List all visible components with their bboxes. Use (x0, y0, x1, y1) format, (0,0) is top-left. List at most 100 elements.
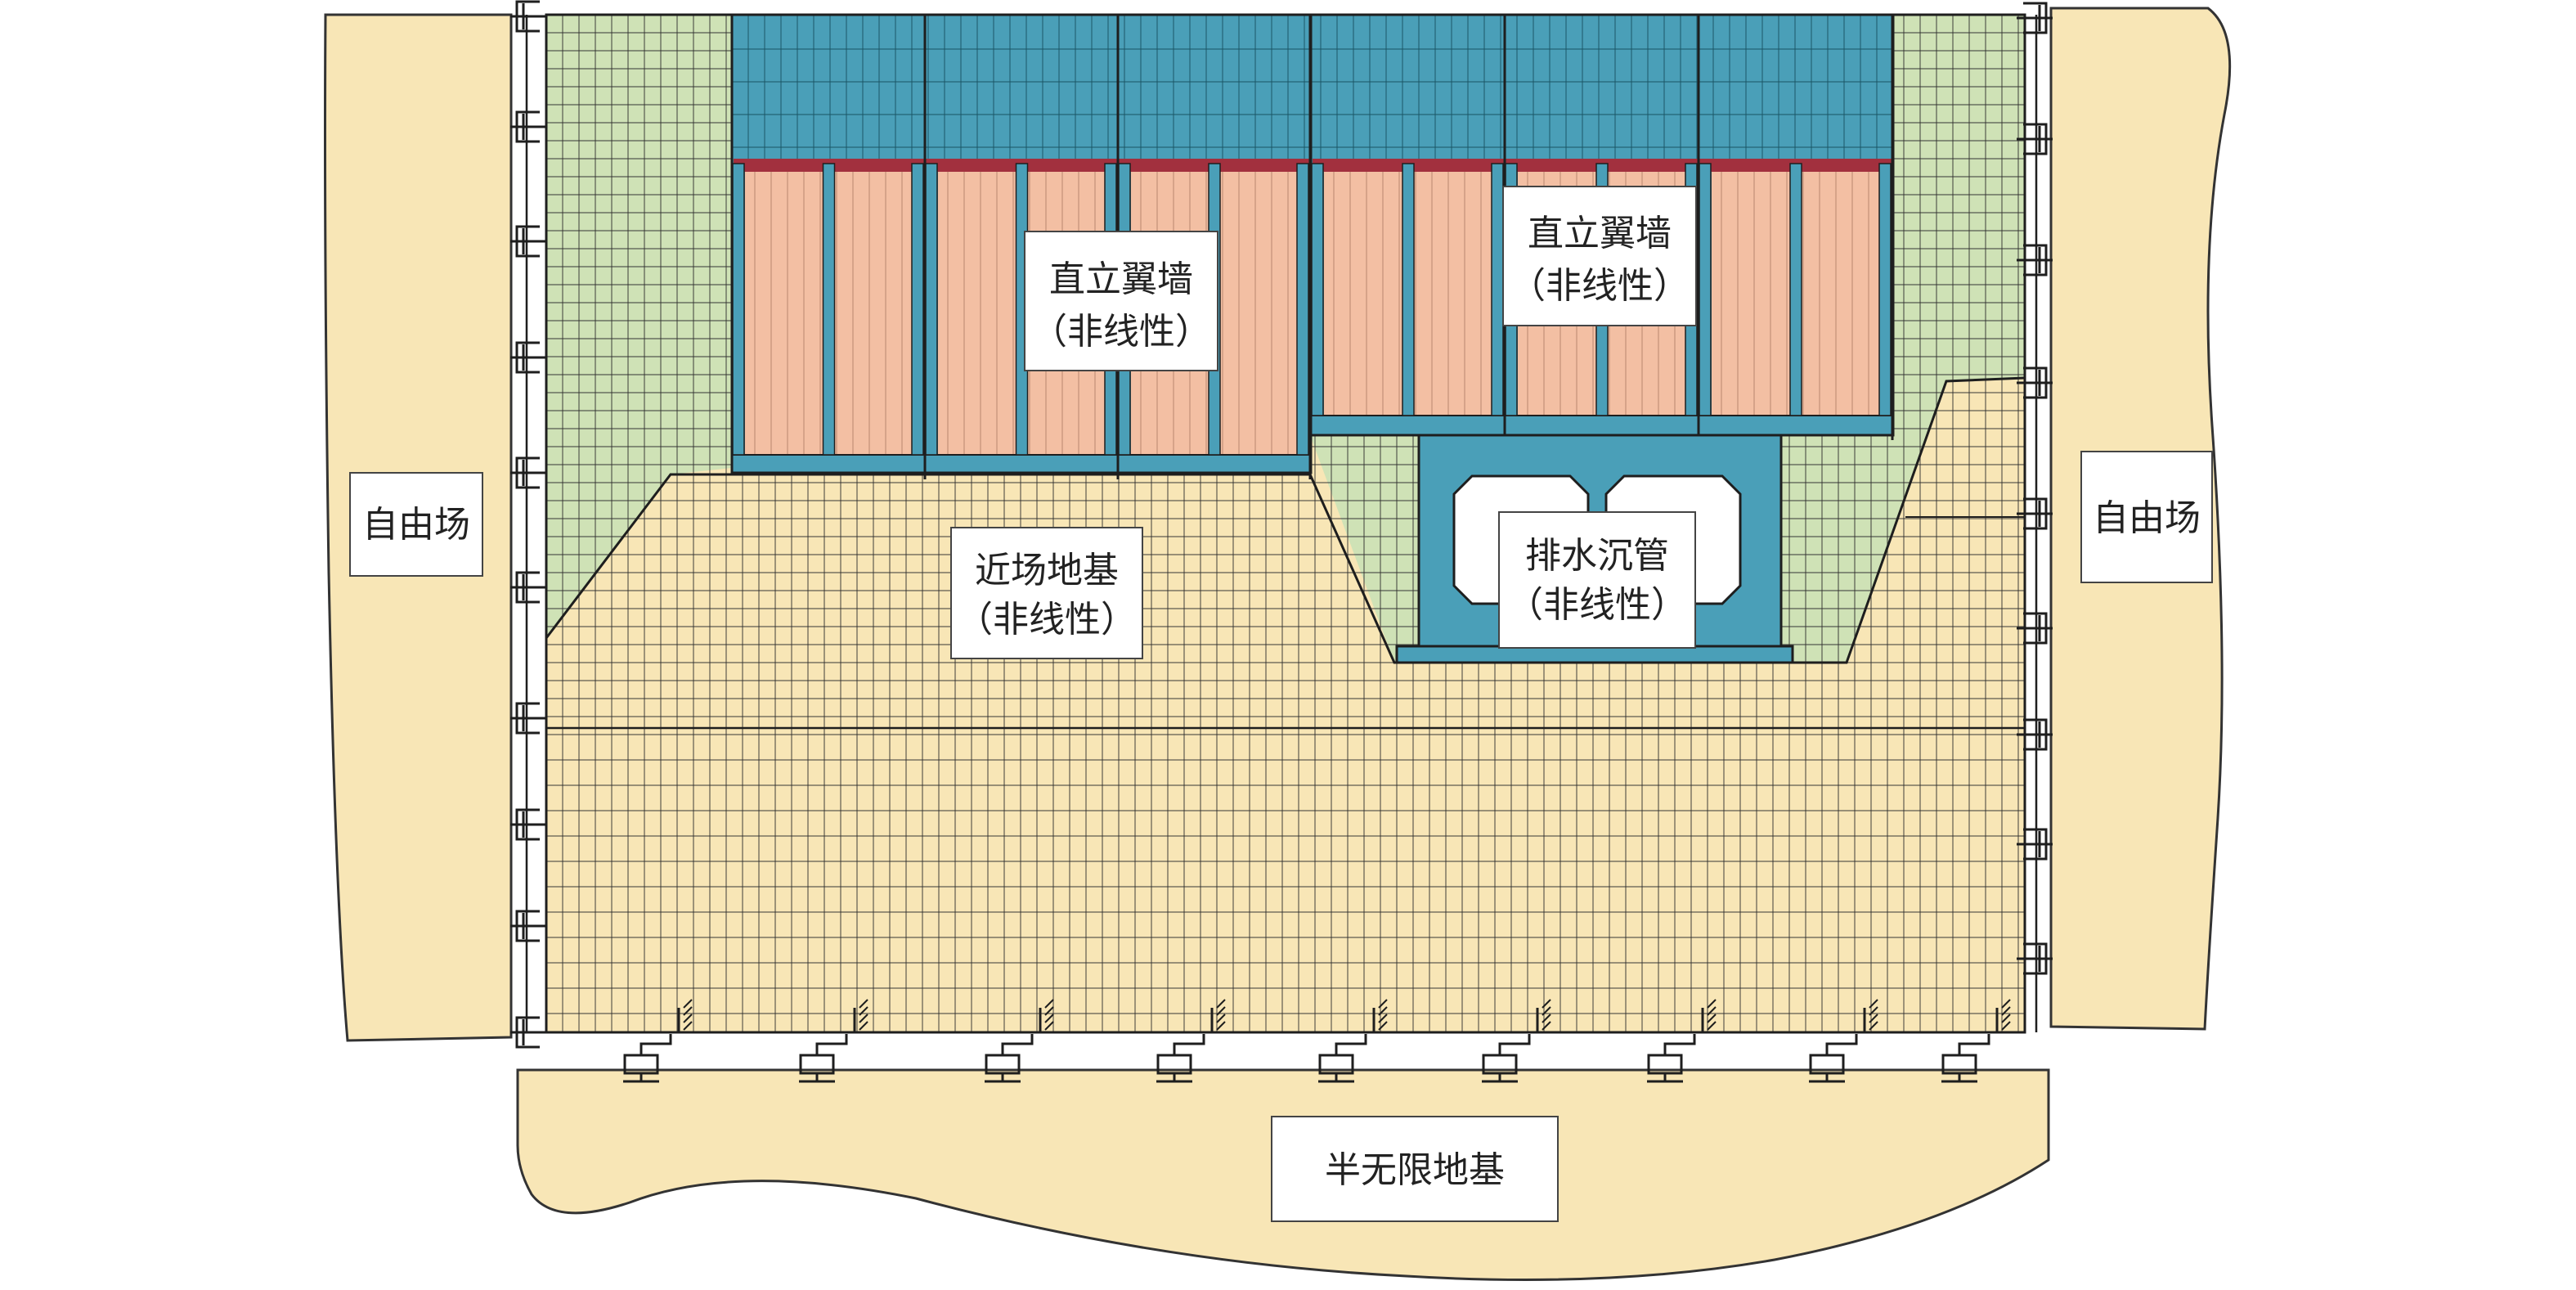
ground-hatch (1542, 999, 1551, 1009)
ground-hatch (1707, 1021, 1717, 1031)
ground-hatch (1869, 1006, 1878, 1016)
backfill-cell (1801, 172, 1880, 416)
ground-hatch (1216, 1006, 1226, 1016)
damper-cylinder (2023, 2, 2048, 34)
dashpot-box (1647, 1054, 1683, 1075)
ground-hatch (859, 1006, 868, 1016)
dashpot-box (1809, 1054, 1845, 1075)
damper-cylinder (515, 1016, 540, 1049)
ground-hatch (1707, 999, 1717, 1009)
ground-hatch (1044, 1014, 1054, 1023)
label-near-field-line1: 近场地基 (975, 550, 1119, 591)
counterfort-rib (925, 163, 938, 456)
label-culvert-line1: 排水沉管 (1525, 535, 1669, 577)
damper-cylinder (515, 571, 540, 604)
damper-cylinder (2023, 828, 2048, 861)
ground-hatch (1707, 1014, 1717, 1023)
ground-hatch (1542, 1014, 1551, 1023)
dashpot-box (985, 1054, 1021, 1075)
damper-cylinder (2023, 718, 2048, 751)
backfill-cell (1324, 172, 1403, 416)
damper-cylinder (2023, 366, 2048, 399)
backfill-cell (1712, 172, 1791, 416)
counterfort-rib (822, 163, 836, 456)
ground-hatch (859, 999, 868, 1009)
spring-link (1335, 1034, 1367, 1055)
label-wing-wall-left: 直立翼墙 （非线性） (1024, 231, 1218, 371)
ground-hatch (1044, 999, 1054, 1009)
bottom-boundary-springs (546, 999, 2025, 1083)
counterfort-rib (911, 163, 924, 456)
ground-hatch (683, 1014, 693, 1023)
left-boundary-dampers (510, 0, 546, 1049)
ground-hatch (1216, 1014, 1226, 1023)
damper-cylinder (515, 0, 540, 33)
base-slab-right (1310, 415, 1894, 436)
ground-hatch (859, 1014, 868, 1023)
label-half-space: 半无限地基 (1271, 1116, 1559, 1222)
counterfort-rib (1402, 163, 1415, 416)
dashpot-box (1482, 1054, 1518, 1075)
label-wing-wall-left-line1: 直立翼墙 (1049, 258, 1193, 300)
ground-hatch (1542, 1006, 1551, 1016)
ground-hatch (2001, 999, 2011, 1009)
spring-link (815, 1034, 848, 1055)
counterfort-rib (732, 163, 745, 456)
near-field-soil-boundary (545, 376, 2026, 664)
damper-cylinder (515, 110, 540, 143)
spring-link (1958, 1034, 1990, 1055)
ground-hatch (1378, 1006, 1388, 1016)
damper-cylinder (515, 341, 540, 374)
counterfort-rib (1311, 163, 1324, 416)
spring-link (1663, 1034, 1696, 1055)
ground-hatch (683, 999, 693, 1009)
ground-hatch (1707, 1006, 1717, 1016)
spring-link (1825, 1034, 1858, 1055)
backfill-cell (833, 172, 913, 455)
damper-cylinder (515, 702, 540, 735)
ground-hatch (1044, 1006, 1054, 1016)
backfill-cell (745, 172, 824, 455)
ground-hatch (859, 1021, 868, 1031)
ground-hatch (1044, 1021, 1054, 1031)
label-free-field-left-text: 自由场 (362, 504, 470, 546)
label-wing-wall-right: 直立翼墙 （非线性） (1502, 186, 1697, 326)
counterfort-rib (1491, 163, 1504, 416)
spring-link (640, 1034, 672, 1055)
spring-link (1498, 1034, 1531, 1055)
label-free-field-left: 自由场 (349, 472, 483, 577)
counterfort-rib (1878, 163, 1892, 416)
backfill-cell (1219, 172, 1298, 455)
damper-cylinder (2023, 244, 2048, 276)
ground-hatch (683, 1006, 693, 1016)
ground-hatch (1869, 999, 1878, 1009)
ground-hatch (683, 1021, 693, 1031)
ground-hatch (1378, 999, 1388, 1009)
label-free-field-right-text: 自由场 (2093, 497, 2201, 539)
backfill-cell (1413, 172, 1492, 416)
base-slab-left (731, 454, 1312, 474)
dashpot-box (1941, 1054, 1977, 1075)
spring-link (1001, 1034, 1034, 1055)
counterfort-rib (1296, 163, 1309, 456)
label-wing-wall-left-line2: （非线性） (1031, 311, 1211, 353)
ground-hatch (1216, 1021, 1226, 1031)
right-boundary-dampers (2017, 2, 2053, 1032)
damper-cylinder (515, 225, 540, 258)
label-culvert: 排水沉管 （非线性） (1498, 511, 1696, 649)
dashpot-box (1156, 1054, 1192, 1075)
label-wing-wall-right-line1: 直立翼墙 (1528, 213, 1672, 254)
dashpot-box (799, 1054, 835, 1075)
ground-hatch (2001, 1014, 2011, 1023)
damper-cylinder (2023, 123, 2048, 155)
label-near-field: 近场地基 （非线性） (950, 527, 1143, 659)
label-free-field-right: 自由场 (2080, 451, 2213, 583)
spring-link (1173, 1034, 1205, 1055)
damper-cylinder (515, 910, 540, 942)
damper-cylinder (515, 456, 540, 489)
damper-cylinder (515, 808, 540, 841)
ground-hatch (2001, 1006, 2011, 1016)
dashpot-box (1318, 1054, 1354, 1075)
wing-walls (730, 13, 1895, 479)
